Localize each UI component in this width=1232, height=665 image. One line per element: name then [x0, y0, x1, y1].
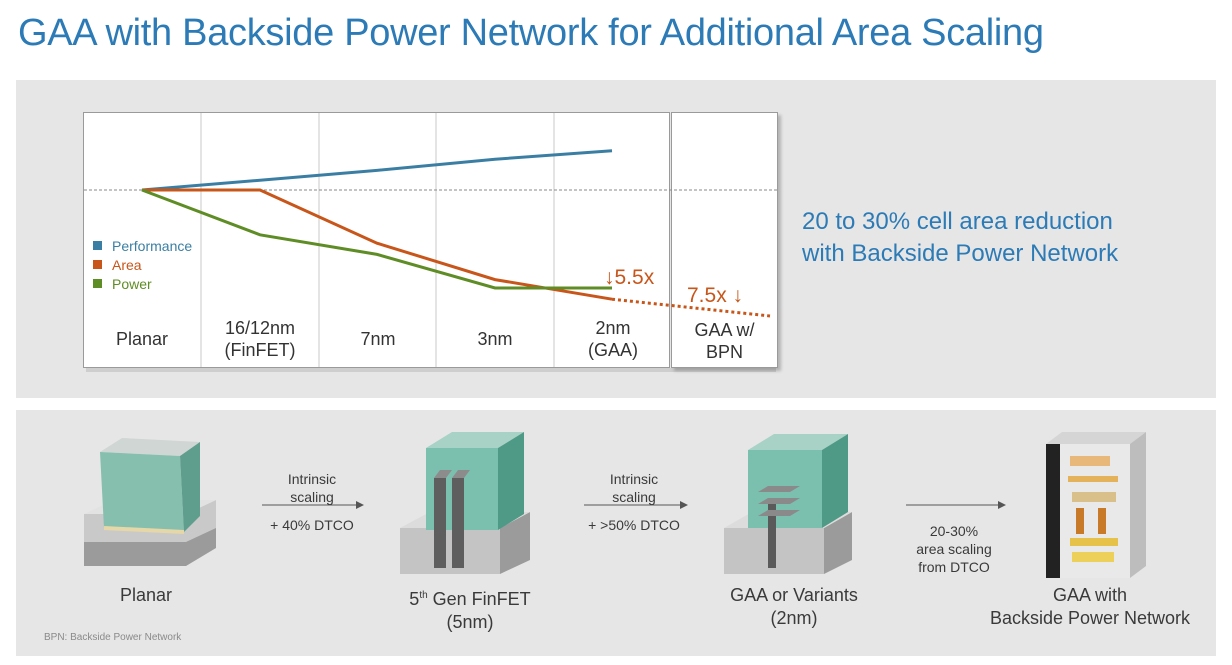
stage-finfet-title: 5th Gen FinFET	[370, 584, 570, 611]
stage-label-finfet: 5th Gen FinFET (5nm)	[370, 584, 570, 634]
series-line-performance	[141, 149, 613, 192]
annotation-7-5x: 7.5x ↓	[687, 284, 744, 307]
stage-finfet-sub: (5nm)	[446, 612, 494, 632]
legend-item-area: Area	[93, 255, 192, 274]
transition-1-line3: + 40% DTCO	[270, 517, 354, 533]
chart-shadow	[86, 368, 776, 372]
callout-text: 20 to 30% cell area reduction with Backs…	[802, 208, 1119, 267]
transition-2-line3: + >50% DTCO	[588, 517, 680, 533]
tick-label-3nm: 3nm	[477, 329, 513, 349]
bpn-device-image	[1046, 432, 1146, 578]
planar-device-image	[84, 438, 216, 566]
series-line-power	[141, 188, 612, 290]
tick-label-2nm: 2nm (GAA)	[587, 318, 638, 360]
tick-label-7nm: 7nm	[360, 329, 396, 349]
transition-1-line2: scaling	[290, 489, 334, 505]
legend-swatch-performance	[93, 241, 102, 250]
stage-finfet-sup: th	[419, 590, 428, 601]
legend-label-power: Power	[112, 275, 152, 292]
series-line-area	[142, 188, 613, 301]
chart-series	[141, 149, 771, 318]
legend-swatch-area	[93, 260, 102, 269]
tick-label-planar: Planar	[115, 329, 169, 349]
stage-finfet-prefix: 5	[409, 589, 420, 609]
legend-swatch-power	[93, 279, 102, 288]
bpn-column	[671, 112, 778, 368]
transition-2-line1: Intrinsic	[609, 471, 659, 487]
transition-3-text: 20-30% area scaling from DTCO	[894, 522, 1014, 576]
legend-label-area: Area	[112, 256, 142, 273]
footnote: BPN: Backside Power Network	[44, 632, 182, 643]
series-extension-area	[611, 297, 771, 318]
finfet-device-image	[400, 432, 530, 574]
transition-1-line1: Intrinsic	[287, 471, 337, 487]
stage-gaa-title: GAA or Variants	[730, 585, 858, 605]
tick-label-bpn: GAA w/ BPN	[694, 320, 755, 362]
stage-bpn-title: GAA with	[1052, 585, 1128, 605]
stage-label-bpn: GAA with Backside Power Network	[970, 584, 1210, 630]
stage-label-gaa: GAA or Variants (2nm)	[694, 584, 894, 630]
stage-finfet-suffix: Gen FinFET	[427, 589, 531, 609]
transition-2-line2: scaling	[612, 489, 656, 505]
legend-item-power: Power	[93, 274, 192, 293]
page-title: GAA with Backside Power Network for Addi…	[18, 12, 1044, 54]
transition-3-line1: 20-30%	[929, 523, 979, 539]
chart-legend: Performance Area Power	[93, 236, 192, 293]
tick-label-finfet: 16/12nm (FinFET)	[224, 318, 296, 360]
stage-label-planar: Planar	[86, 584, 206, 607]
transition-1-text: Intrinsic scaling + 40% DTCO	[250, 470, 374, 534]
gaa-device-image	[724, 434, 852, 574]
transition-3-line2: area scaling	[916, 541, 992, 557]
annotation-5-5x: ↓5.5x	[604, 266, 655, 289]
stage-planar-title: Planar	[119, 585, 173, 605]
legend-label-performance: Performance	[112, 237, 193, 254]
stage-gaa-sub: (2nm)	[770, 608, 818, 628]
legend-item-performance: Performance	[93, 236, 192, 255]
stage-bpn-sub: Backside Power Network	[989, 608, 1191, 628]
transition-2-text: Intrinsic scaling + >50% DTCO	[572, 470, 696, 534]
transition-3-line3: from DTCO	[918, 559, 990, 575]
transition-arrows	[262, 501, 1006, 509]
